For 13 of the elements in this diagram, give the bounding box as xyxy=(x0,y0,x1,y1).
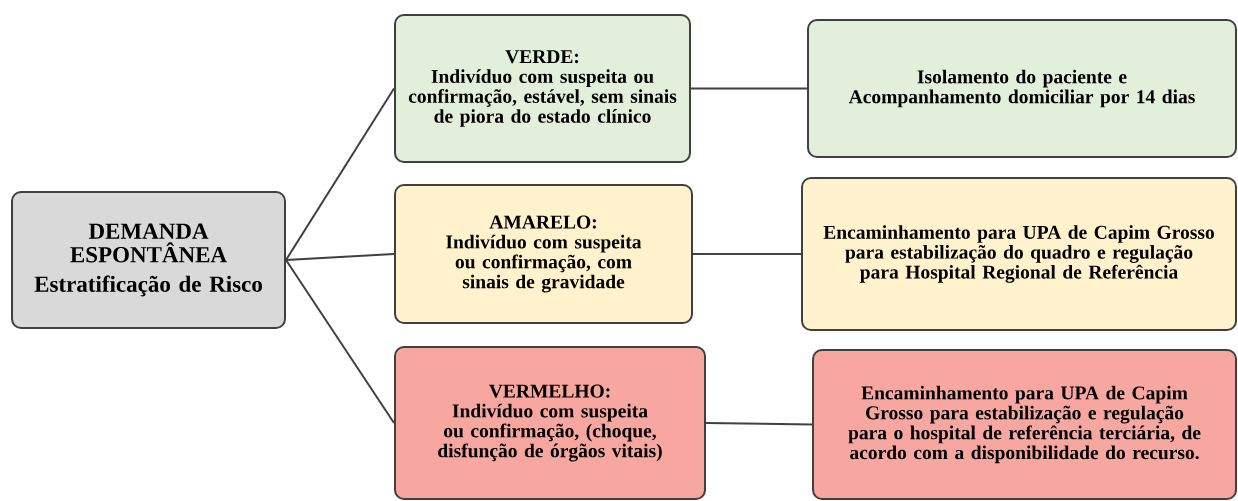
connector-line xyxy=(705,422,813,426)
action-box: Isolamento do paciente e Acompanhamento domiciliar por 14 dias xyxy=(807,19,1237,158)
action-box: Encaminhamento para UPA de Capim Grosso para estabilização e regulação para o hospital de referência terciária, de acordo com a disponibilidade do recurso. xyxy=(812,349,1237,500)
connector-line xyxy=(690,87,808,90)
connector-line xyxy=(285,87,395,261)
connector-line xyxy=(285,259,395,424)
category-box: AMARELO: Indivíduo com suspeita ou confirmação, com sinais de gravidade xyxy=(394,184,693,324)
connector-line xyxy=(692,253,802,255)
action-box: Encaminhamento para UPA de Capim Grosso para estabilização do quadro e regulação para Hospital Regional de Referência xyxy=(801,177,1237,331)
connector-line xyxy=(285,253,395,261)
category-box: VERDE: Indivíduo com suspeita ou confirmação, estável, sem sinais de piora do estado clínico xyxy=(394,14,691,163)
category-box: VERMELHO: Indivíduo com suspeita ou confirmação, (choque, disfunção de órgãos vitais) xyxy=(394,346,706,500)
root-box: DEMANDA ESPONTÂNEA Estratificação de Risco xyxy=(11,191,286,329)
